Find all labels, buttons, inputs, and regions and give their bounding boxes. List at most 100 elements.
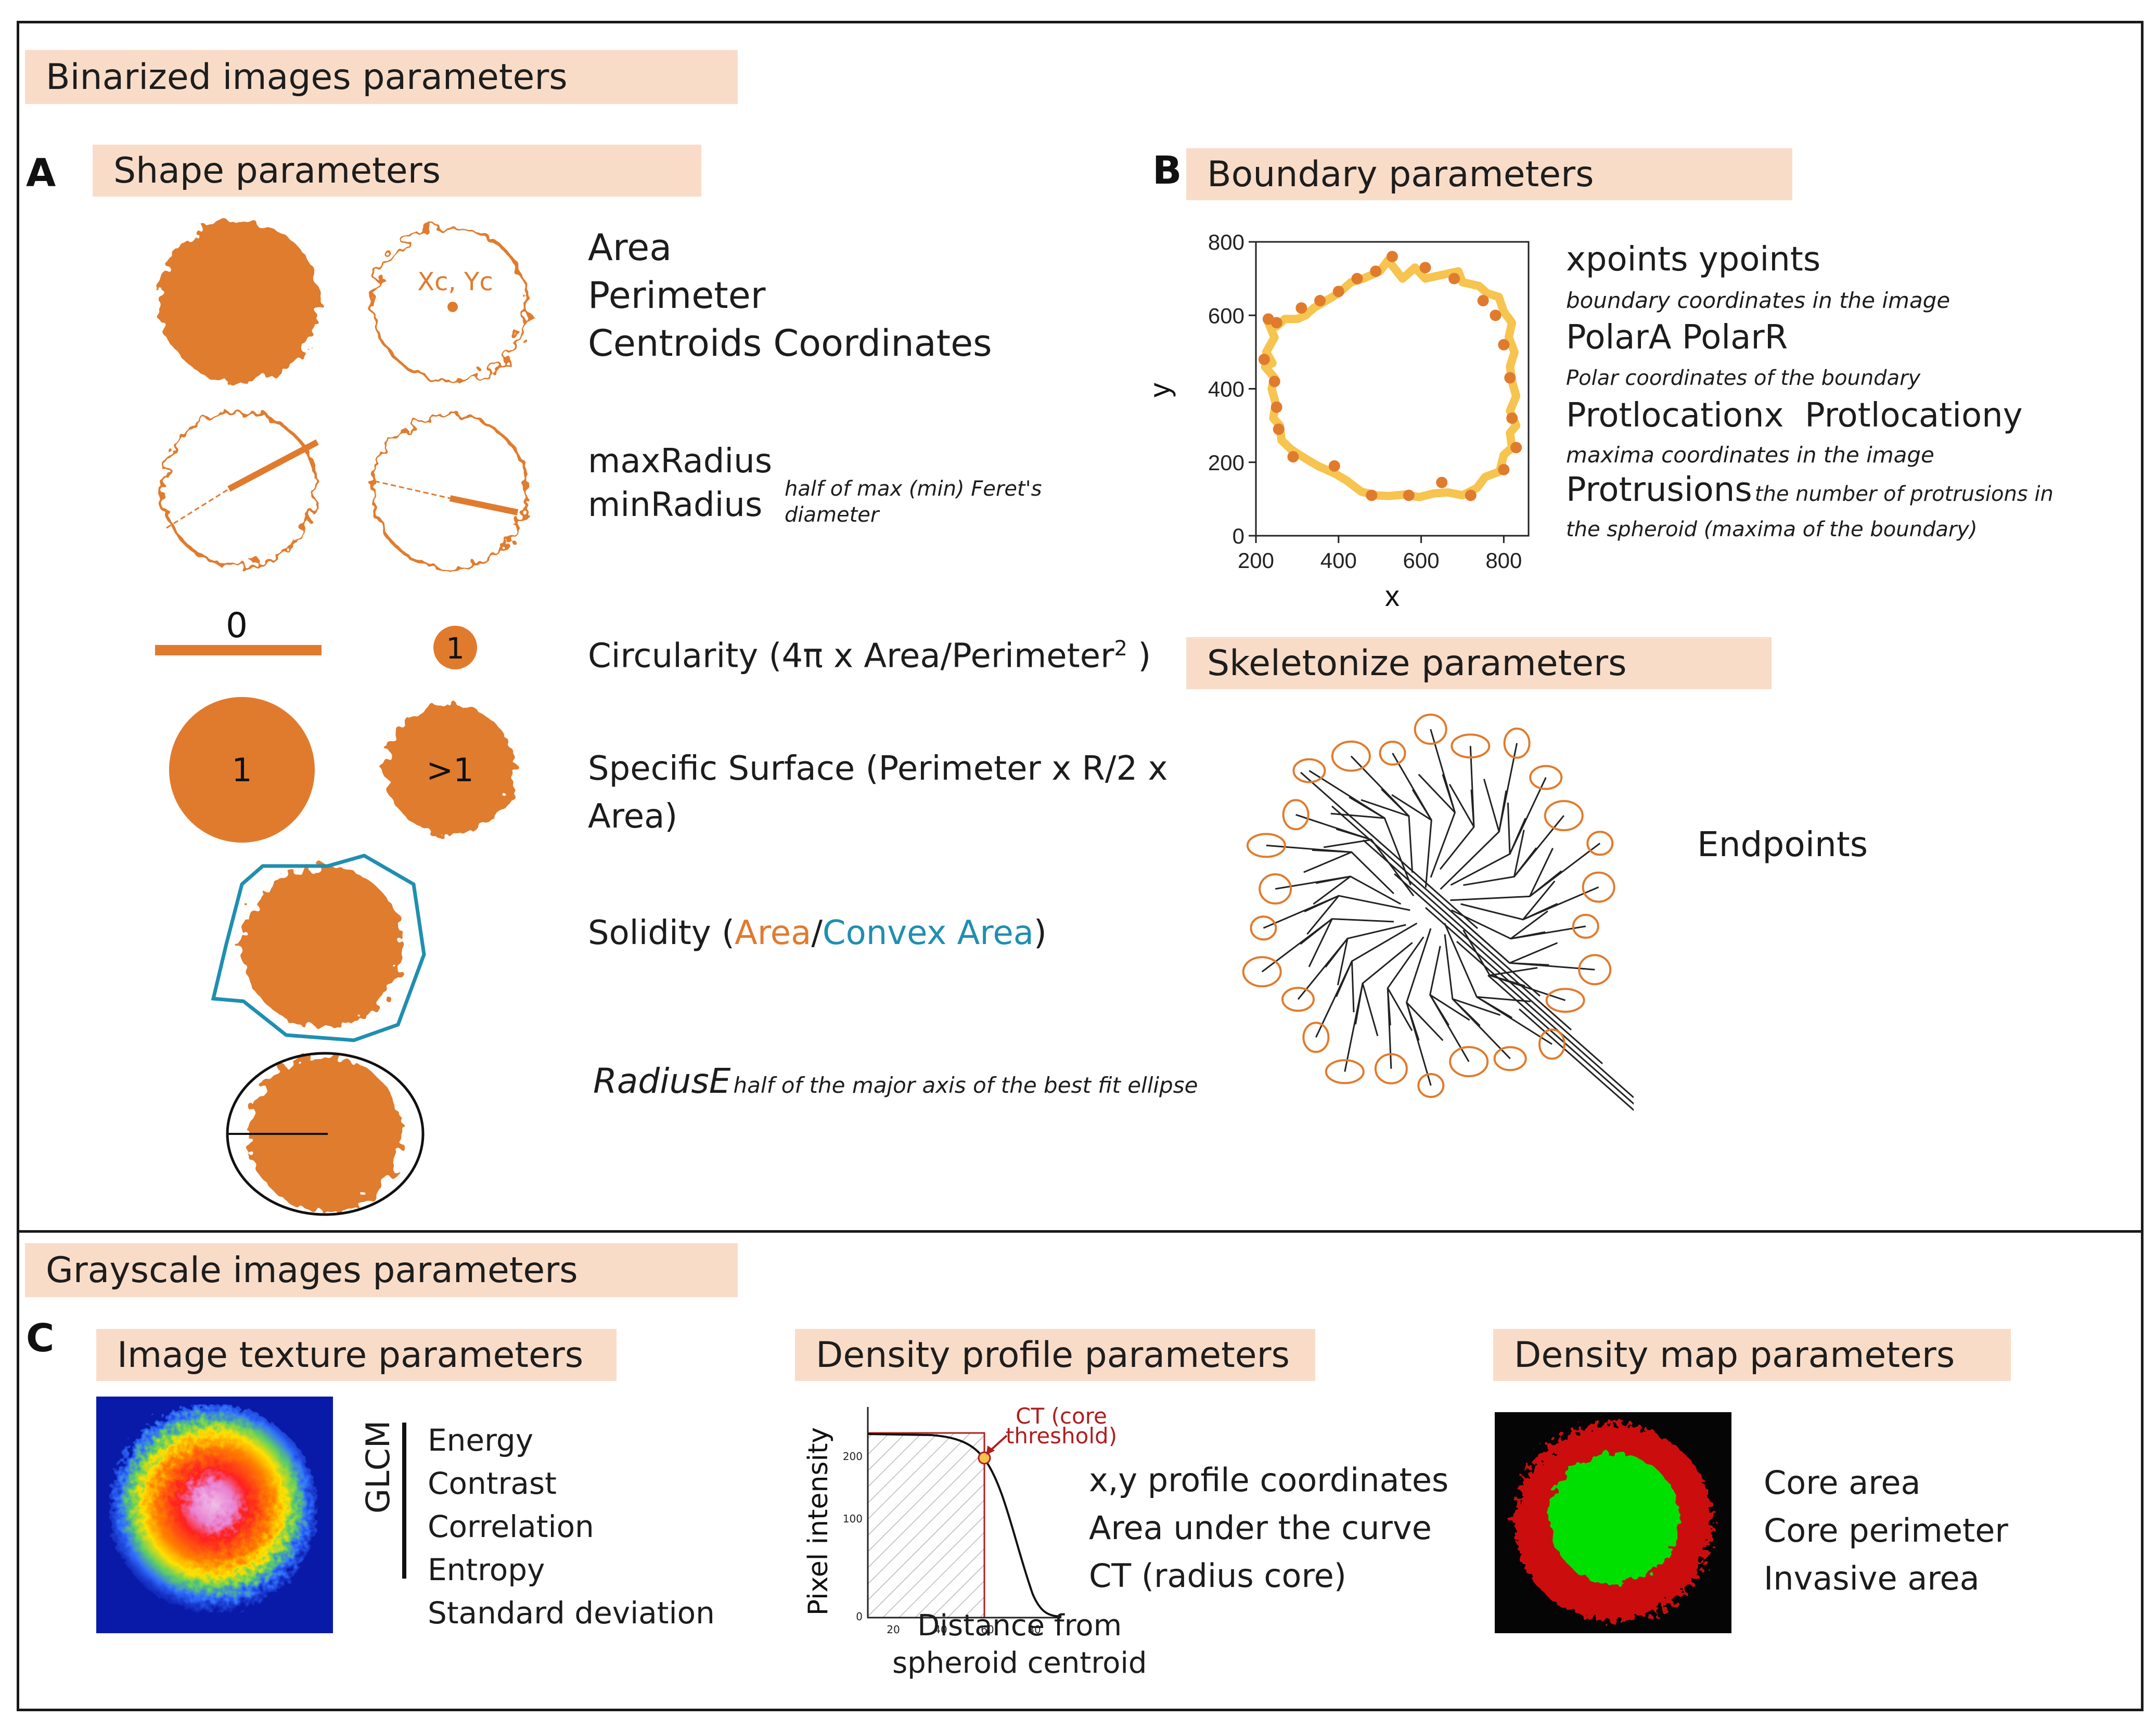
texture-heatmap bbox=[96, 1397, 333, 1633]
skeleton-twig bbox=[1418, 773, 1456, 813]
skeleton-twig bbox=[1354, 983, 1364, 1025]
skeleton-twig bbox=[1483, 779, 1500, 832]
area-blob bbox=[159, 221, 320, 382]
density-profile-plot: CT (core threshold) 0 100 200 20 40 60 8… bbox=[803, 1403, 1117, 1636]
panel-letter-b: B bbox=[1152, 148, 1182, 193]
ct-point bbox=[978, 1451, 991, 1465]
solidity-area-term: Area bbox=[735, 914, 812, 952]
skeleton-branch bbox=[1266, 844, 1394, 895]
skeleton-twig bbox=[1300, 918, 1333, 945]
skeleton-twig bbox=[1448, 783, 1475, 828]
y-tick-label: 0 bbox=[1233, 524, 1244, 548]
maxima-point bbox=[1506, 412, 1518, 424]
protlocation-label: Protlocationx Protlocationy bbox=[1566, 396, 2023, 435]
min-radius-line bbox=[449, 495, 519, 515]
skeleton-twig bbox=[1336, 828, 1372, 841]
skeleton-branch bbox=[1440, 743, 1518, 890]
profile-xtick-60: 60 bbox=[981, 1623, 994, 1636]
endpoint-circle bbox=[1281, 987, 1315, 1012]
profile-ytick-0: 0 bbox=[856, 1610, 863, 1623]
boundary-line bbox=[1261, 256, 1521, 501]
skeleton-branch bbox=[1450, 777, 1547, 886]
endpoint-circle bbox=[1379, 741, 1406, 766]
skeleton-twig bbox=[1529, 848, 1554, 897]
skeleton-twig bbox=[1442, 774, 1456, 813]
endpoint-circle bbox=[1250, 915, 1277, 941]
maxima-point bbox=[1273, 423, 1285, 435]
skeleton-twig bbox=[1452, 998, 1501, 1016]
skeleton-twig bbox=[1315, 875, 1351, 884]
skeleton-twig bbox=[1509, 962, 1549, 966]
texture-correlation: Correlation bbox=[428, 1509, 594, 1544]
endpoint-circle bbox=[1259, 873, 1292, 905]
maxima-point bbox=[1295, 302, 1307, 314]
skeleton-twig bbox=[1429, 994, 1449, 1026]
skeleton-twig bbox=[1391, 794, 1432, 821]
skeleton-branch bbox=[1429, 946, 1470, 1062]
skeleton-twig bbox=[1337, 938, 1349, 986]
map-item-core-perimeter: Core perimeter bbox=[1764, 1512, 2008, 1549]
panel-letter-c: C bbox=[26, 1316, 55, 1361]
maxima-point bbox=[1504, 372, 1516, 384]
y-axis-label: y bbox=[1145, 383, 1176, 397]
skeleton-twig bbox=[1490, 967, 1538, 976]
core-area bbox=[1549, 1454, 1679, 1584]
skeleton-twig bbox=[1452, 998, 1481, 1027]
grayscale-frame bbox=[17, 1230, 2144, 1711]
svg-text:0: 0 bbox=[226, 605, 248, 645]
xpoints-label: xpoints ypoints bbox=[1566, 240, 1821, 279]
x-axis-label: x bbox=[1385, 579, 1400, 612]
basic-shape-list: Area Perimeter Centroids Coordinates bbox=[588, 224, 992, 367]
texture-energy: Energy bbox=[428, 1423, 534, 1458]
maxima-point bbox=[1387, 251, 1398, 263]
svg-text:CT (core: CT (core bbox=[1016, 1403, 1107, 1429]
solidity-convex-term: Convex Area bbox=[822, 914, 1034, 952]
skeleton-branch bbox=[1463, 815, 1564, 886]
endpoint-circle bbox=[1582, 871, 1615, 903]
skeleton-twig bbox=[1351, 961, 1355, 1013]
y-tick-label: 200 bbox=[1208, 450, 1244, 475]
skeleton-parallel bbox=[1300, 771, 1478, 929]
specific-surface-label: Specific Surface (Perimeter x R/2 x Area… bbox=[588, 750, 1168, 836]
circularity-one: 1 bbox=[433, 626, 477, 669]
skeleton-twig bbox=[1522, 880, 1556, 920]
skeleton-banner: Skeletonize parameters bbox=[1186, 637, 1772, 689]
endpoint-circle bbox=[1417, 1073, 1445, 1098]
shape-illustrations: Xc, Yc 0 1 1 >1 bbox=[155, 221, 529, 1216]
endpoint-circle bbox=[1242, 956, 1282, 988]
maxima-point bbox=[1477, 295, 1489, 306]
profile-xtick-20: 20 bbox=[887, 1623, 900, 1636]
glcm-label: GLCM bbox=[359, 1420, 397, 1514]
max-radius-line bbox=[227, 439, 319, 492]
endpoint-circle bbox=[1302, 1022, 1330, 1053]
skeleton-parallel bbox=[1519, 1008, 1634, 1112]
polar-note: Polar coordinates of the boundary bbox=[1566, 366, 1921, 390]
skeleton-twig bbox=[1509, 818, 1526, 855]
map-list: Core area Core perimeter Invasive area bbox=[1764, 1459, 2008, 1603]
maxima-point bbox=[1436, 476, 1448, 488]
protrusions-note: the spheroid (maxima of the boundary) bbox=[1566, 518, 1978, 541]
grayscale-banner: Grayscale images parameters bbox=[25, 1243, 738, 1297]
skeleton-twig bbox=[1429, 994, 1470, 1021]
maxima-point bbox=[1270, 401, 1282, 413]
endpoint-circle bbox=[1282, 799, 1310, 831]
maxima-point bbox=[1370, 265, 1382, 277]
y-tick-label: 600 bbox=[1208, 303, 1244, 328]
endpoint-circle bbox=[1538, 1028, 1565, 1060]
texture-banner: Image texture parameters bbox=[96, 1329, 617, 1381]
binarized-banner: Binarized images parameters bbox=[25, 50, 738, 104]
circularity-zero: 0 bbox=[155, 605, 322, 655]
skeleton-twig bbox=[1470, 789, 1475, 827]
endpoint-circle bbox=[1578, 954, 1612, 986]
maxima-point bbox=[1498, 463, 1510, 475]
endpoint-circle bbox=[1503, 727, 1531, 759]
skeleton-branch bbox=[1460, 886, 1599, 921]
ss-blob: >1 bbox=[385, 705, 515, 835]
skeleton-twig bbox=[1509, 942, 1558, 964]
skeleton-twig bbox=[1406, 1002, 1444, 1041]
skeleton-twig bbox=[1349, 796, 1385, 819]
min-radius-label: minRadius bbox=[588, 486, 763, 524]
skeleton-parallel bbox=[1363, 839, 1541, 997]
